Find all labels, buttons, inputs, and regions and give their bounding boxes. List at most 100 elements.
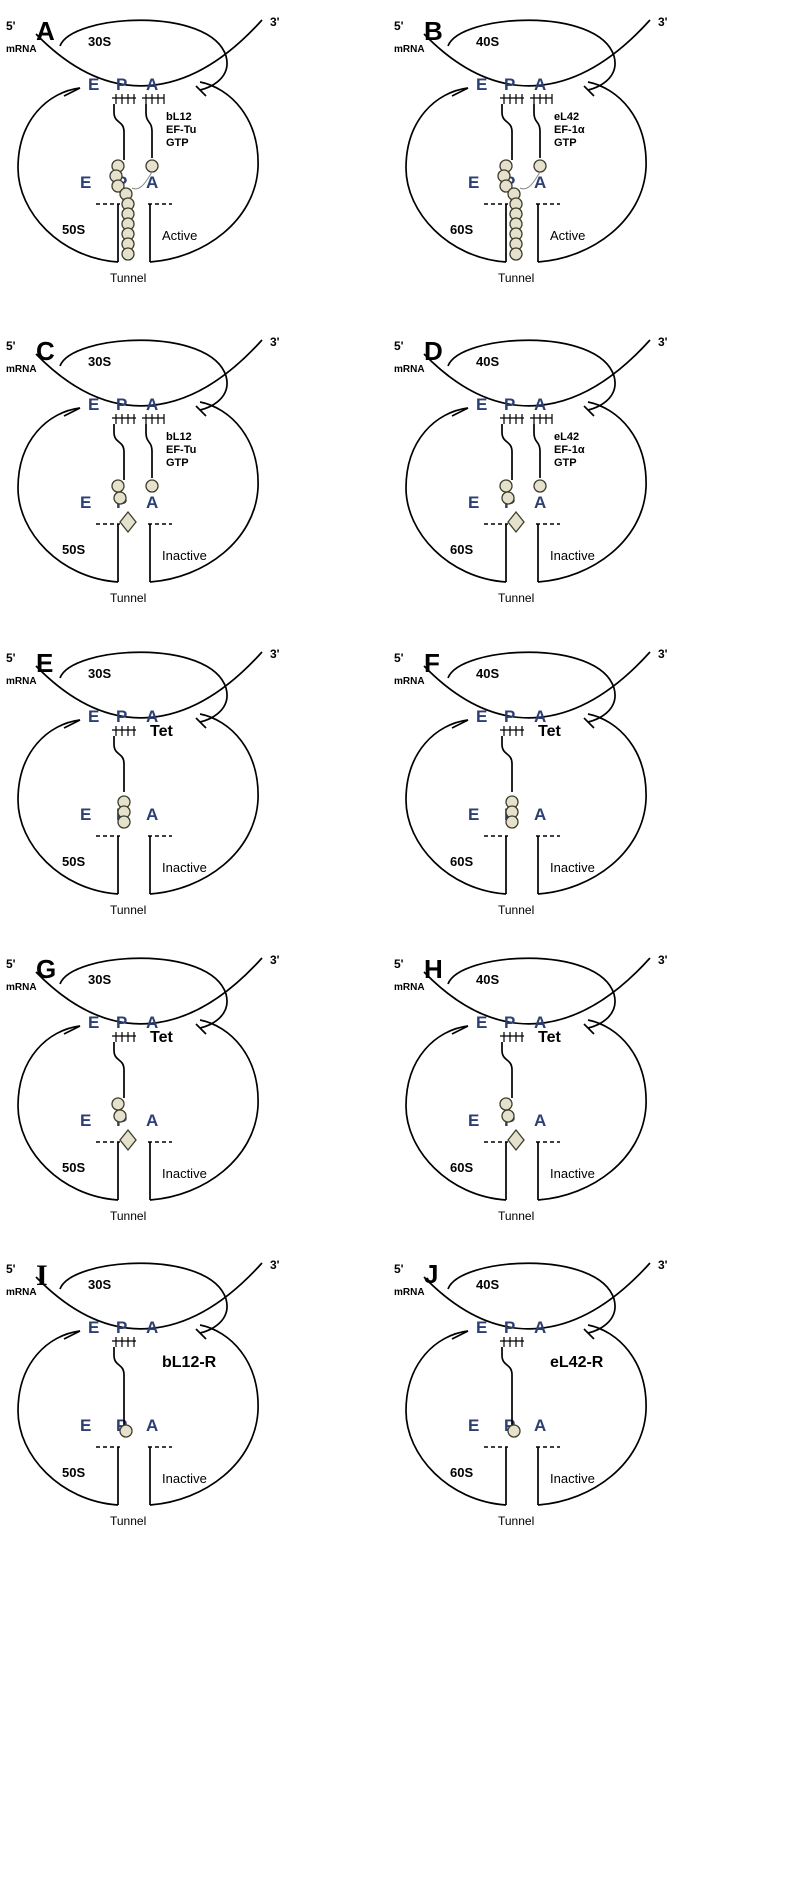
p-site-trna <box>500 1032 524 1098</box>
upper-site-e: E <box>476 395 487 414</box>
small-subunit-right-ledge <box>195 85 207 97</box>
panel-e: E5'3'mRNA30S50SEPAEPATetInactiveTunnel <box>6 647 280 917</box>
large-subunit-label: 60S <box>450 1465 473 1480</box>
upper-site-e: E <box>476 1013 487 1032</box>
lower-site-e: E <box>468 1416 479 1435</box>
peptide-bead <box>507 1424 521 1438</box>
large-subunit-right-lobe <box>149 401 259 583</box>
large-subunit-label: 50S <box>62 1160 85 1175</box>
large-subunit-label: 60S <box>450 542 473 557</box>
mrna-strand <box>423 957 651 1025</box>
large-subunit-right-lobe <box>537 81 647 263</box>
upper-site-p: P <box>116 75 127 94</box>
mrna-three-prime: 3' <box>270 335 280 349</box>
nascent-peptide <box>111 1097 137 1152</box>
upper-site-p: P <box>504 395 515 414</box>
mrna-three-prime: 3' <box>658 15 668 29</box>
lower-site-e: E <box>80 493 91 512</box>
factor-label: GTP <box>554 137 577 149</box>
lower-site-a: A <box>534 1111 546 1130</box>
p-trna-stem <box>501 104 513 160</box>
large-subunit-right-lobe <box>149 713 259 895</box>
p-site-trna <box>500 726 524 792</box>
small-subunit-right-ledge <box>583 405 595 417</box>
small-subunit-body <box>447 339 616 411</box>
p-trna-stem <box>501 424 513 480</box>
small-subunit-label: 30S <box>88 1277 111 1292</box>
panel-label: I <box>36 1259 48 1292</box>
a-site-aminoacid-bead <box>145 479 159 493</box>
a-trna-stem <box>145 104 153 158</box>
panel-label: B <box>424 16 443 46</box>
mrna-three-prime: 3' <box>658 953 668 967</box>
mrna-label: mRNA <box>6 1287 37 1298</box>
p-site-trna <box>112 1337 136 1429</box>
p-trna-stem <box>113 1347 125 1429</box>
mrna-five-prime: 5' <box>6 339 16 353</box>
upper-site-a: A <box>146 707 158 726</box>
small-subunit-body <box>447 19 616 91</box>
p-site-trna <box>500 94 524 160</box>
p-site-trna <box>112 726 136 792</box>
small-subunit-left-ledge <box>63 1025 81 1035</box>
tunnel-label: Tunnel <box>498 591 534 605</box>
mrna-label: mRNA <box>394 364 425 375</box>
small-subunit-label: 40S <box>476 34 499 49</box>
mrna-five-prime: 5' <box>6 1262 16 1276</box>
tunnel-label: Tunnel <box>498 1514 534 1528</box>
upper-site-e: E <box>88 75 99 94</box>
peptidyl-transfer-link <box>519 171 541 190</box>
small-subunit-body <box>59 1262 228 1334</box>
a-trna-stem <box>145 424 153 478</box>
peptidyl-transfer-link <box>131 171 153 190</box>
small-subunit-label: 40S <box>476 972 499 987</box>
large-subunit-label: 60S <box>450 1160 473 1175</box>
factor-label: Tet <box>538 723 561 740</box>
upper-site-p: P <box>504 1013 515 1032</box>
small-subunit-body <box>59 957 228 1029</box>
upper-site-e: E <box>88 1318 99 1337</box>
mrna-strand <box>35 1262 263 1330</box>
nascent-peptide <box>507 1424 521 1438</box>
peptide-bead <box>499 1097 513 1111</box>
mrna-strand <box>423 339 651 407</box>
factor-label: GTP <box>554 457 577 469</box>
p-site-trna <box>112 94 136 160</box>
upper-site-a: A <box>534 75 546 94</box>
peptide-bead <box>505 815 519 829</box>
activity-status: Inactive <box>550 860 595 875</box>
panel-c: C5'3'mRNA30S50SEPAEPAbL12EF-TuGTPInactiv… <box>6 335 280 605</box>
peptide-bead <box>509 247 523 261</box>
mrna-five-prime: 5' <box>394 19 404 33</box>
activity-status: Inactive <box>550 1471 595 1486</box>
nascent-peptide <box>505 795 519 829</box>
small-subunit-label: 40S <box>476 1277 499 1292</box>
mrna-strand <box>35 651 263 719</box>
small-subunit-right-ledge <box>195 717 207 729</box>
inhibitor-diamond <box>507 510 525 534</box>
activity-status: Active <box>550 228 585 243</box>
upper-site-a: A <box>534 1318 546 1337</box>
factor-label: EF-1α <box>554 444 585 456</box>
small-subunit-label: 30S <box>88 666 111 681</box>
peptide-bead <box>117 815 131 829</box>
nascent-peptide <box>109 159 153 261</box>
panel-label: H <box>424 954 443 984</box>
large-subunit-left-lobe <box>17 719 119 895</box>
upper-site-p: P <box>116 395 127 414</box>
large-subunit-right-lobe <box>537 713 647 895</box>
small-subunit-left-ledge <box>451 87 469 97</box>
p-trna-stem <box>113 424 125 480</box>
tunnel-label: Tunnel <box>498 271 534 285</box>
upper-site-a: A <box>534 707 546 726</box>
small-subunit-right-ledge <box>583 85 595 97</box>
a-site-aminoacid-bead <box>533 159 547 173</box>
panel-h: H5'3'mRNA40S60SEPAEPATetInactiveTunnel <box>394 953 668 1223</box>
large-subunit-label: 60S <box>450 854 473 869</box>
tunnel-label: Tunnel <box>110 591 146 605</box>
panel-d: D5'3'mRNA40S60SEPAEPAeL42EF-1αGTPInactiv… <box>394 335 668 605</box>
inhibitor-diamond <box>119 1128 137 1152</box>
factor-label: Tet <box>538 1029 561 1046</box>
mrna-label: mRNA <box>6 364 37 375</box>
mrna-five-prime: 5' <box>394 339 404 353</box>
